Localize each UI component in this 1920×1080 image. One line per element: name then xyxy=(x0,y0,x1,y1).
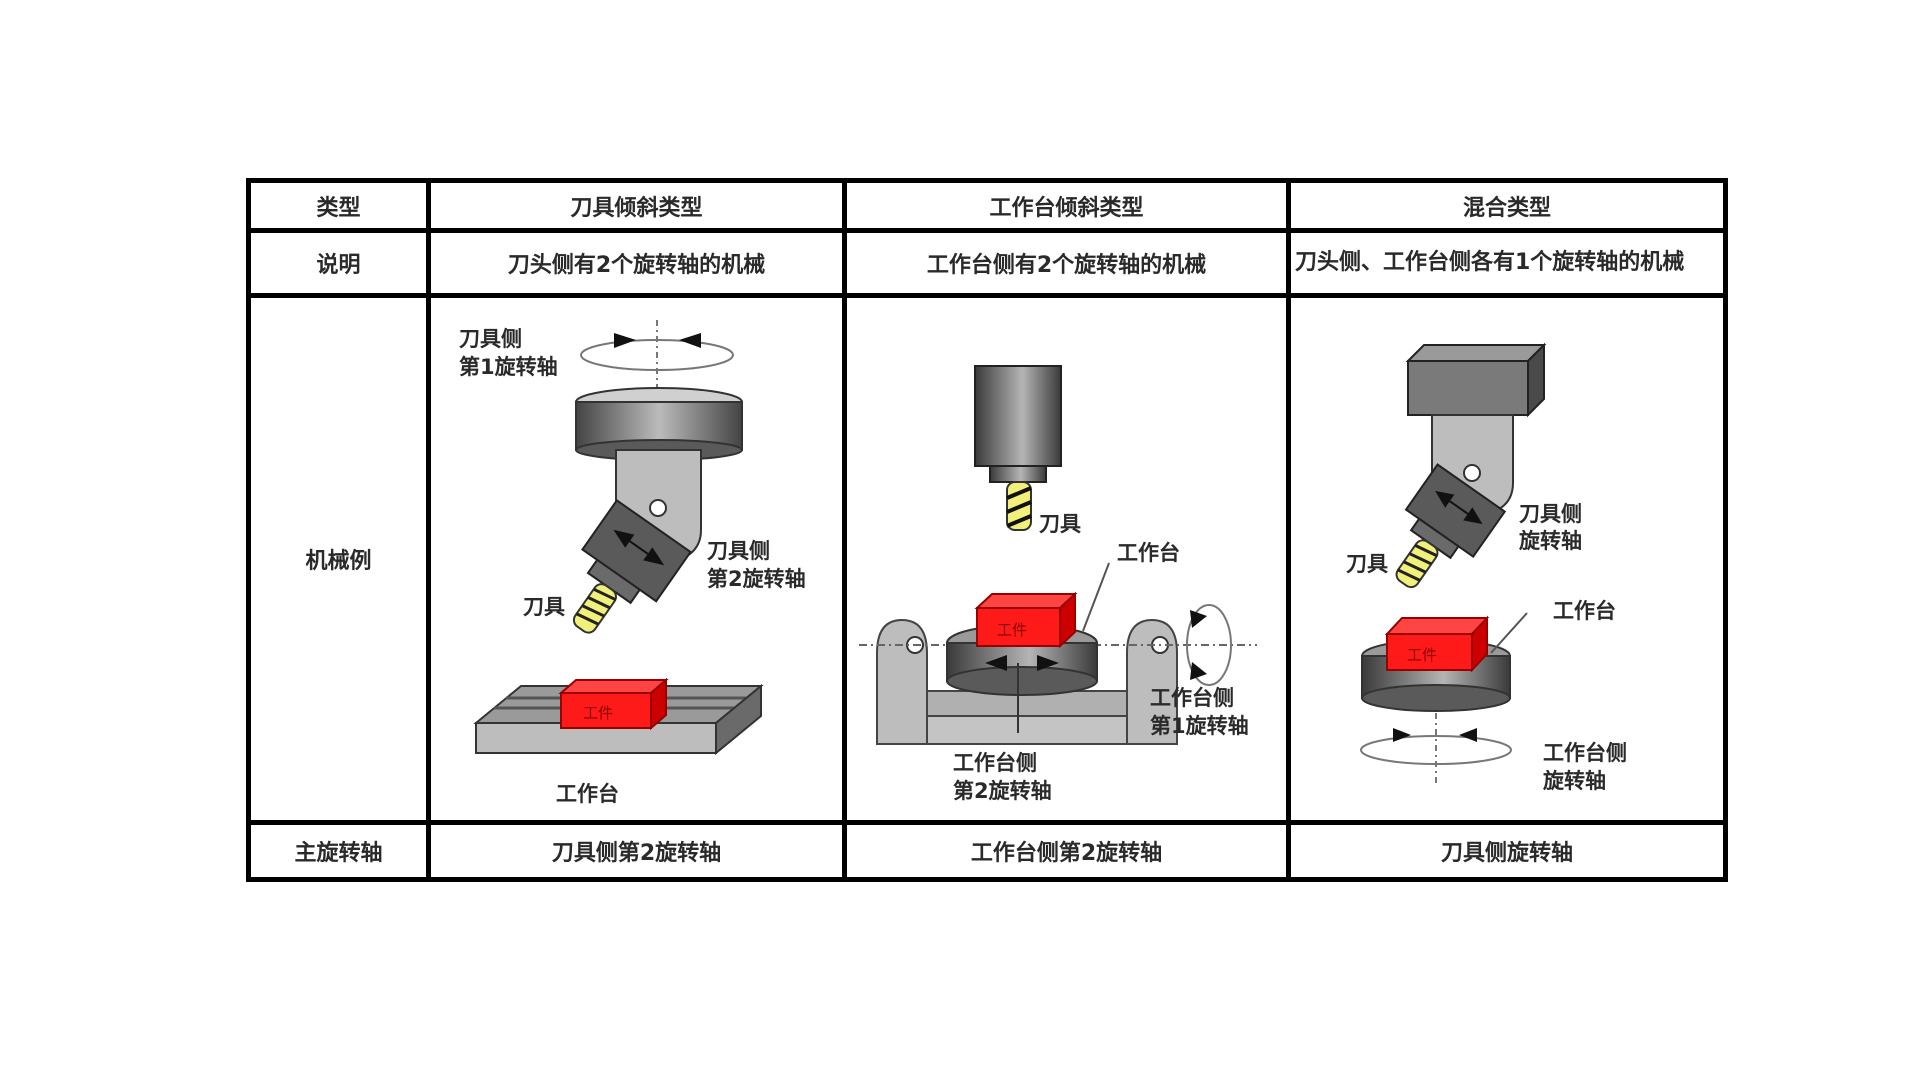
label-axis1-line1: 工作台侧 xyxy=(1150,686,1234,710)
arrow-left-icon xyxy=(985,655,1007,671)
svg-text:工件: 工件 xyxy=(997,621,1027,639)
label-table: 工作台 xyxy=(1553,599,1616,623)
main-axis-table-tilt: 工作台侧第2旋转轴 xyxy=(970,841,1163,866)
row-divider xyxy=(251,820,1723,825)
workpiece xyxy=(560,692,652,729)
description-label: 说明 xyxy=(316,253,361,278)
label-table-axis-line1: 工作台侧 xyxy=(1543,741,1627,765)
header-hybrid: 混合类型 xyxy=(1462,195,1551,221)
comparison-table: 类型 刀具倾斜类型 工作台倾斜类型 混合类型 说明 刀头侧有2个旋转轴的机械 工… xyxy=(246,178,1728,882)
label-tool: 刀具 xyxy=(1346,552,1388,576)
column-divider xyxy=(1286,183,1291,877)
main-axis-hybrid: 刀具侧旋转轴 xyxy=(1440,841,1573,866)
header-tool-tilt: 刀具倾斜类型 xyxy=(570,195,703,221)
svg-text:工件: 工件 xyxy=(583,704,613,722)
main-axis-tool-tilt: 刀具侧第2旋转轴 xyxy=(551,841,722,866)
svg-text:工件: 工件 xyxy=(1407,646,1437,664)
label-axis2-line1: 刀具侧 xyxy=(707,539,770,563)
header-type-label: 类型 xyxy=(316,195,361,221)
label-table-axis-line2: 旋转轴 xyxy=(1542,769,1606,793)
label-axis2-line2: 第2旋转轴 xyxy=(707,567,806,591)
trunnion-base xyxy=(894,715,1148,745)
label-tool-axis-line1: 刀具侧 xyxy=(1519,502,1582,526)
figure-table-tilt: 工件 刀具 工作台 工作台侧 第1旋转轴 工作台侧 第2旋转轴 xyxy=(847,298,1286,820)
arrow-left-icon xyxy=(679,333,701,348)
row-divider xyxy=(251,293,1723,298)
figure-tool-tilt: 工件 刀具侧 第1旋转轴 刀具侧 第2旋转轴 刀具 工作台 xyxy=(431,298,842,820)
label-tool: 刀具 xyxy=(523,595,565,619)
description-tool-tilt: 刀头侧有2个旋转轴的机械 xyxy=(507,253,766,278)
description-table-tilt: 工作台侧有2个旋转轴的机械 xyxy=(926,253,1207,278)
label-tool: 刀具 xyxy=(1039,512,1081,536)
spindle xyxy=(974,365,1062,467)
example-label: 机械例 xyxy=(305,549,372,574)
label-table: 工作台 xyxy=(556,782,619,806)
main-axis-label: 主旋转轴 xyxy=(294,841,383,866)
label-table: 工作台 xyxy=(1117,541,1180,565)
label-tool-axis-line2: 旋转轴 xyxy=(1518,529,1582,553)
rotation-arrow-icon xyxy=(1360,735,1512,765)
arrow-right-icon xyxy=(614,333,636,348)
label-axis1-line2: 第1旋转轴 xyxy=(1150,714,1249,738)
header-table-tilt: 工作台倾斜类型 xyxy=(989,195,1144,221)
description-hybrid: 刀头侧、工作台侧各有1个旋转轴的机械 xyxy=(1295,250,1685,275)
figure-hybrid: 工件 刀具侧 旋转轴 刀具 工作台 工作台侧 旋转轴 xyxy=(1291,298,1723,820)
head-box xyxy=(1407,360,1529,416)
rotation-arrow-icon xyxy=(1186,604,1232,686)
column-divider xyxy=(842,183,847,877)
label-axis2-line2: 第2旋转轴 xyxy=(953,779,1052,803)
row-divider xyxy=(251,228,1723,233)
arrow-right-icon xyxy=(1037,655,1059,671)
label-axis1-line2: 第1旋转轴 xyxy=(459,355,558,379)
column-divider xyxy=(426,183,431,877)
label-axis1-line1: 刀具侧 xyxy=(459,327,522,351)
label-axis2-line1: 工作台侧 xyxy=(953,751,1037,775)
